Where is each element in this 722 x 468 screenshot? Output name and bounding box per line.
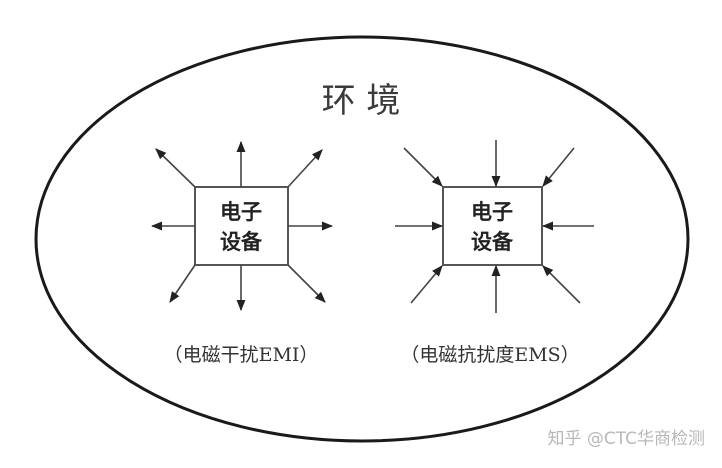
emi-box-label-line2: 设备 [220, 230, 263, 254]
ems-box-label-line1: 电子 [471, 200, 513, 224]
ems-caption: （电磁抗扰度EMS） [400, 344, 579, 366]
ems-inward-arrows [395, 140, 594, 313]
environment-label: 环 境 [322, 81, 401, 121]
environment-ellipse [34, 35, 690, 443]
emi-caption: （电磁干扰EMI） [164, 344, 319, 366]
watermark: 知乎 @CTC华商检测 [547, 429, 705, 449]
emi-device: 电子 设备 （电磁干扰EMI） [150, 140, 334, 366]
ems-box-label-line2: 设备 [471, 230, 514, 254]
emi-box-label-line1: 电子 [220, 200, 262, 224]
emi-outward-arrows [150, 140, 334, 312]
ems-device: 电子 设备 （电磁抗扰度EMS） [395, 140, 594, 366]
